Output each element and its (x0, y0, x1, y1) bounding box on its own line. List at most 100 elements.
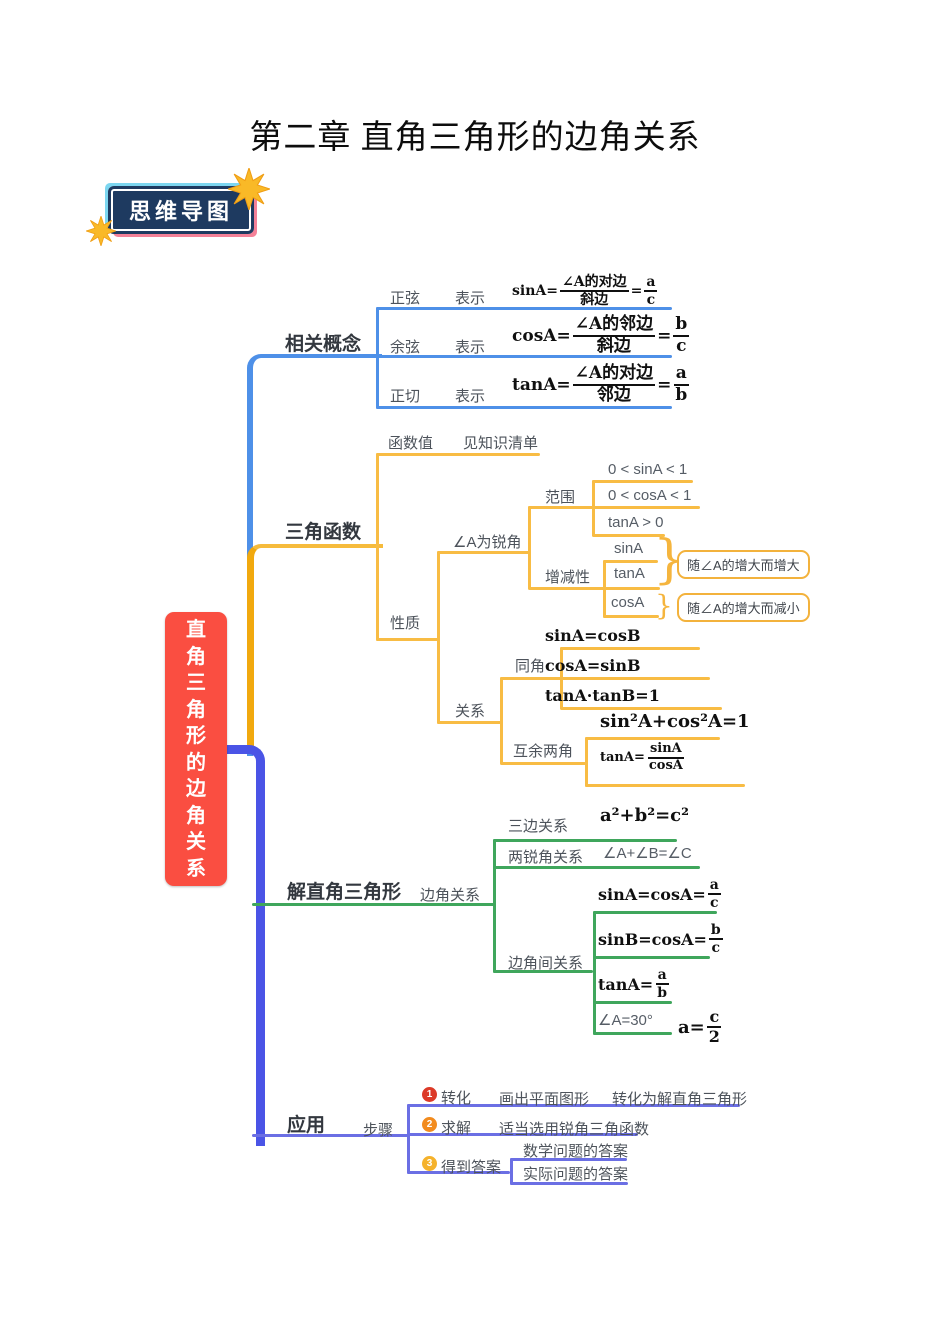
connector (593, 911, 717, 914)
connector (585, 737, 720, 740)
connector (376, 406, 672, 409)
connector (510, 1182, 628, 1185)
root-node: 直角三角形的边角关系 (165, 612, 227, 886)
connector (437, 551, 530, 554)
connector (376, 453, 540, 456)
connector (500, 762, 586, 765)
connector (376, 355, 672, 358)
node-properties: 性质 (390, 615, 421, 632)
formula-pythagorean-identity: sin²A+cos²A=1 (600, 711, 750, 732)
formula-tan-product: tanA·tanB=1 (545, 686, 660, 705)
connector (603, 560, 606, 618)
mindmap-badge: 思维导图 (108, 186, 254, 234)
step-number-badge: 1 (422, 1087, 437, 1102)
branch-trig-label: 三角函数 (285, 522, 362, 543)
connector (252, 903, 495, 906)
connector (592, 480, 595, 536)
connector (593, 1001, 672, 1004)
node-tangent-rel: 表示 (455, 388, 486, 405)
node-range-cos: 0 < cosA < 1 (608, 487, 692, 504)
star-icon (86, 216, 116, 246)
node-tangent: 正切 (390, 388, 421, 405)
connector (407, 1133, 638, 1136)
step-number-badge: 2 (422, 1117, 437, 1132)
node-range-sin: 0 < sinA < 1 (608, 461, 688, 478)
branch-apply-label: 应用 (287, 1115, 326, 1136)
badge-label: 思维导图 (128, 199, 233, 224)
connector (493, 839, 496, 973)
step-number-badge: 3 (422, 1156, 437, 1171)
connector (510, 1158, 513, 1185)
connector (437, 551, 440, 724)
connector (603, 615, 659, 618)
connector (500, 677, 503, 764)
node-step3-answer-real: 实际问题的答案 (523, 1166, 629, 1183)
node-increasing-tan: tanA (614, 565, 645, 582)
node-cosine: 余弦 (390, 339, 421, 356)
connector (528, 506, 700, 509)
connector (493, 970, 593, 973)
branch-concepts-label: 相关概念 (285, 334, 362, 355)
node-step3: 得到答案 (441, 1159, 502, 1176)
node-step1-extra: 转化为解直角三角形 (612, 1091, 748, 1108)
node-complementary: 互余两角 (513, 743, 574, 760)
connector (376, 307, 379, 409)
node-function-values: 函数值 (388, 435, 434, 452)
formula-cos-sinB: cosA=sinB (545, 656, 641, 675)
connector (222, 745, 265, 1146)
note-increasing: 随∠A的增大而增大 (677, 550, 810, 579)
connector (560, 647, 700, 650)
connector (593, 911, 596, 1035)
root-node-label: 直角三角形的边角关系 (186, 619, 206, 880)
connector (592, 534, 665, 537)
curly-brace-icon: } (655, 589, 673, 622)
formula-sin-cosB: sinA=cosB (545, 626, 641, 645)
node-step3-answer-math: 数学问题的答案 (523, 1143, 629, 1160)
connector (592, 480, 693, 483)
page-title: 第二章 直角三角形的边角关系 (249, 120, 701, 156)
connector (376, 453, 379, 641)
connector (252, 1134, 409, 1137)
connector (560, 707, 722, 710)
node-two-acute-angles: 两锐角关系 (508, 849, 584, 866)
star-icon (228, 168, 270, 210)
connector (603, 560, 658, 563)
node-step2-note: 适当选用锐角三角函数 (499, 1121, 650, 1138)
connector (376, 307, 672, 310)
connector (510, 1158, 627, 1161)
connector (593, 956, 710, 959)
node-function-values-note: 见知识清单 (463, 435, 539, 452)
connector (407, 1104, 410, 1174)
node-three-sides: 三边关系 (508, 818, 569, 835)
node-decreasing-cos: cosA (611, 594, 645, 611)
node-cosine-rel: 表示 (455, 339, 486, 356)
formula-pythagoras: a²+b²=c² (600, 805, 690, 826)
connector (437, 721, 502, 724)
node-range-tan: tanA > 0 (608, 514, 664, 531)
node-steps: 步骤 (363, 1122, 394, 1139)
connector (528, 506, 531, 589)
node-same-angle: 同角 (515, 658, 546, 675)
connector (528, 587, 660, 590)
branch-solve-label: 解直角三角形 (287, 882, 402, 903)
node-30-degree: ∠A=30° (598, 1012, 653, 1029)
node-step1: 转化 (441, 1090, 472, 1107)
connector (407, 1171, 510, 1174)
note-decreasing: 随∠A的增大而减小 (677, 593, 810, 622)
node-monotonicity: 增减性 (545, 569, 591, 586)
connector (493, 839, 677, 842)
formula-angle-sum: ∠A+∠B=∠C (603, 845, 692, 862)
node-increasing-sin: sinA (614, 540, 644, 557)
node-range: 范围 (545, 489, 576, 506)
node-sine: 正弦 (390, 290, 421, 307)
connector (376, 638, 440, 641)
connector (585, 737, 588, 787)
